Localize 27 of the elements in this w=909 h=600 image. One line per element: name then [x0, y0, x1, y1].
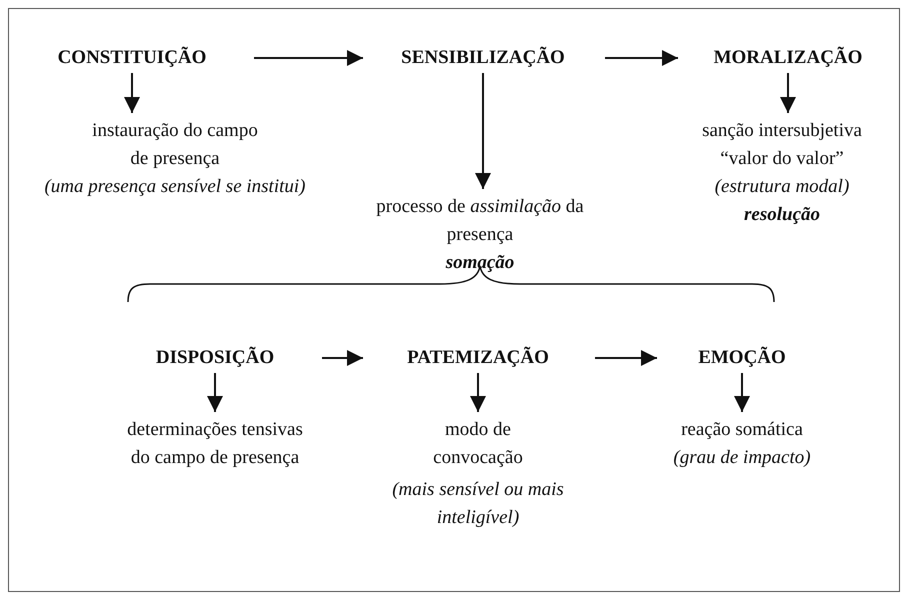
arrow	[475, 73, 491, 189]
arrow	[734, 373, 750, 412]
stage-heading: MORALIZAÇÃO	[712, 46, 864, 70]
description-text: (estrutura modal)	[714, 175, 850, 199]
arrow	[254, 50, 363, 66]
stage-heading: DISPOSIÇÃO	[154, 346, 276, 370]
description-text: reação somática	[680, 418, 804, 442]
description-text: (mais sensível ou mais inteligível)	[391, 478, 565, 530]
description-text: (uma presença sensível se institui)	[43, 175, 307, 199]
description-text: somação	[445, 251, 515, 275]
arrow	[780, 73, 796, 113]
arrow	[470, 373, 486, 412]
arrow	[124, 73, 140, 113]
description-text: determinações tensivas do campo de presença	[126, 418, 304, 470]
arrow	[322, 350, 363, 366]
arrow	[605, 50, 678, 66]
stage-heading: EMOÇÃO	[697, 346, 787, 370]
description-text: (grau de impacto)	[672, 446, 812, 470]
arrow	[595, 350, 657, 366]
description-text: resolução	[743, 203, 821, 227]
stage-heading: SENSIBILIZAÇÃO	[400, 46, 566, 70]
description-text: instauração do campo de presença	[91, 119, 259, 171]
stage-heading: PATEMIZAÇÃO	[406, 346, 550, 370]
arrow	[207, 373, 223, 412]
description-text: modo de convocação	[432, 418, 524, 470]
description-text: sanção intersubjetiva “valor do valor”	[701, 119, 863, 171]
stage-heading: CONSTITUIÇÃO	[56, 46, 208, 70]
